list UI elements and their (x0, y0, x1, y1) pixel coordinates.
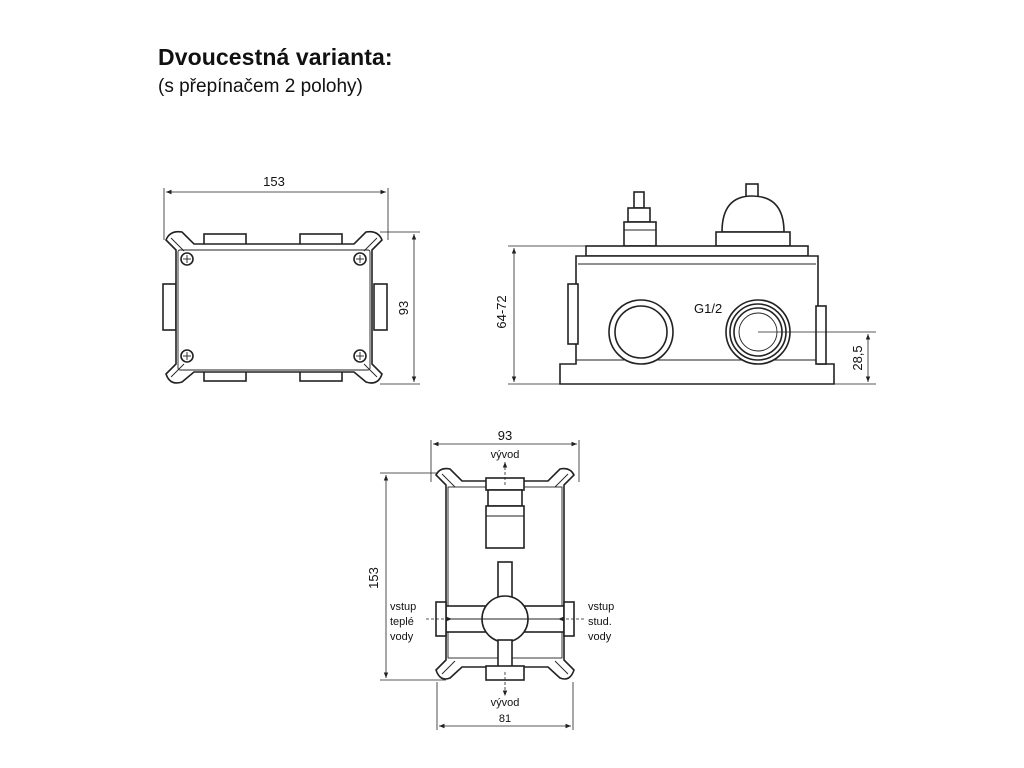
inlet-right-label-1: vstup (588, 601, 614, 613)
side-body-outline (559, 255, 835, 385)
top-view: 153 93 (162, 174, 420, 385)
top-height-dim: 93 (396, 301, 411, 315)
stem-icon (633, 191, 645, 209)
inlet-port-circle (608, 299, 674, 365)
page-subtitle: (s přepínačem 2 polohy) (158, 76, 363, 97)
screw-icon (180, 252, 194, 266)
top-body-outline (165, 230, 383, 384)
inlet-left-label-3: vody (390, 631, 414, 643)
outlet-height-dim: 28,5 (850, 345, 865, 370)
screw-icon (353, 252, 367, 266)
outlet-top-label: vývod (491, 449, 520, 461)
front-view: 93 153 81 (366, 428, 614, 730)
top-width-dim: 153 (263, 174, 285, 189)
inlet-left-label-1: vstup (390, 601, 416, 613)
cartridge-cap (721, 195, 785, 233)
screw-icon (180, 349, 194, 363)
front-width-dim: 93 (498, 428, 512, 443)
inlet-right-label-2: stud. (588, 616, 612, 628)
inlet-left-label-2: teplé (390, 616, 414, 628)
outlet-cartridge (485, 505, 525, 549)
right-port (373, 283, 388, 331)
bottom-width-dim: 81 (499, 713, 511, 725)
inlet-right-label-3: vody (588, 631, 612, 643)
front-height-dim: 153 (366, 567, 381, 589)
side-height-dim: 64-72 (494, 295, 509, 328)
thread-label: G1/2 (694, 301, 722, 316)
left-port (162, 283, 177, 331)
screw-icon (353, 349, 367, 363)
side-view: 64-72 G1/2 28,5 (494, 183, 876, 385)
page-title: Dvoucestná varianta: (158, 44, 393, 70)
outlet-bottom-label: vývod (491, 697, 520, 709)
